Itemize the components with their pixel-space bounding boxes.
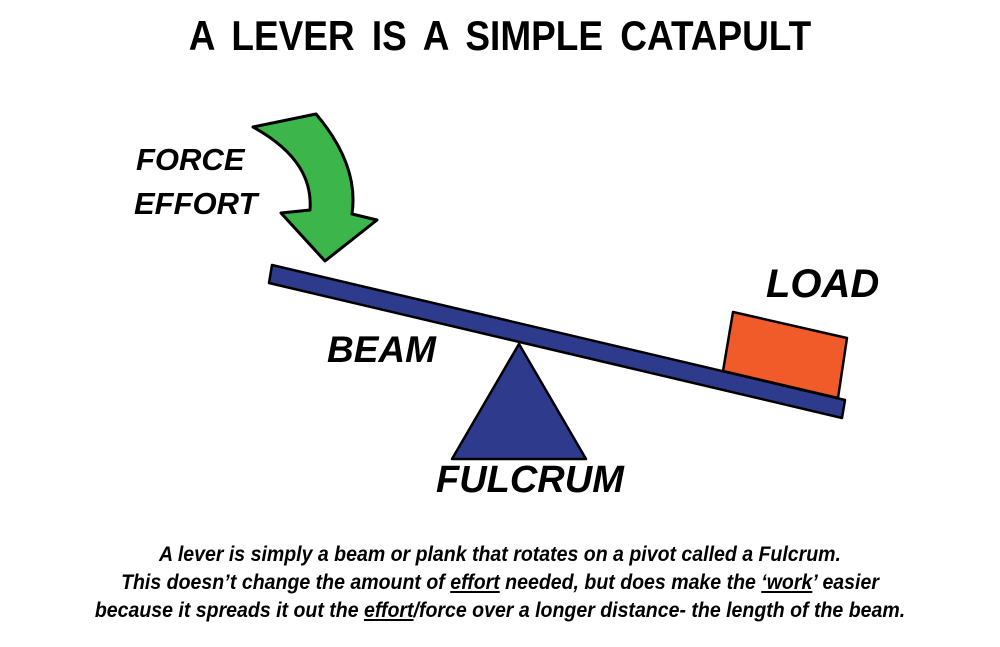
caption-segment: This doesn’t change the amount of	[121, 571, 451, 594]
beam-shape	[267, 263, 847, 420]
caption-segment: because it spreads it out the	[94, 599, 364, 622]
caption-line-3: because it spreads it out the effort/for…	[35, 597, 965, 625]
caption-segment-underlined: ‘work	[761, 571, 813, 594]
label-fulcrum: FULCRUM	[436, 459, 624, 501]
caption-segment: ’ easier	[812, 571, 879, 594]
label-force: FORCE	[136, 142, 245, 177]
label-beam: BEAM	[327, 329, 436, 370]
label-load: LOAD	[766, 262, 880, 306]
caption-line-1: A lever is simply a beam or plank that r…	[35, 541, 965, 569]
label-effort: EFFORT	[134, 186, 258, 221]
caption-segment-underlined: effort	[450, 571, 500, 594]
caption-segment-underlined: effort	[363, 599, 414, 622]
load-shape	[721, 310, 849, 400]
caption-line-2: This doesn’t change the amount of effort…	[35, 569, 965, 597]
caption: A lever is simply a beam or plank that r…	[35, 541, 965, 625]
caption-segment: /force over a longer distance- the lengt…	[413, 599, 906, 622]
fulcrum-shape	[450, 342, 588, 461]
caption-segment: A lever is simply a beam or plank that r…	[159, 543, 841, 566]
poster-title: A LEVER IS A SIMPLE CATAPULT	[188, 12, 812, 59]
force-arrow-icon	[251, 112, 379, 263]
caption-segment: needed, but does make the	[499, 571, 762, 594]
